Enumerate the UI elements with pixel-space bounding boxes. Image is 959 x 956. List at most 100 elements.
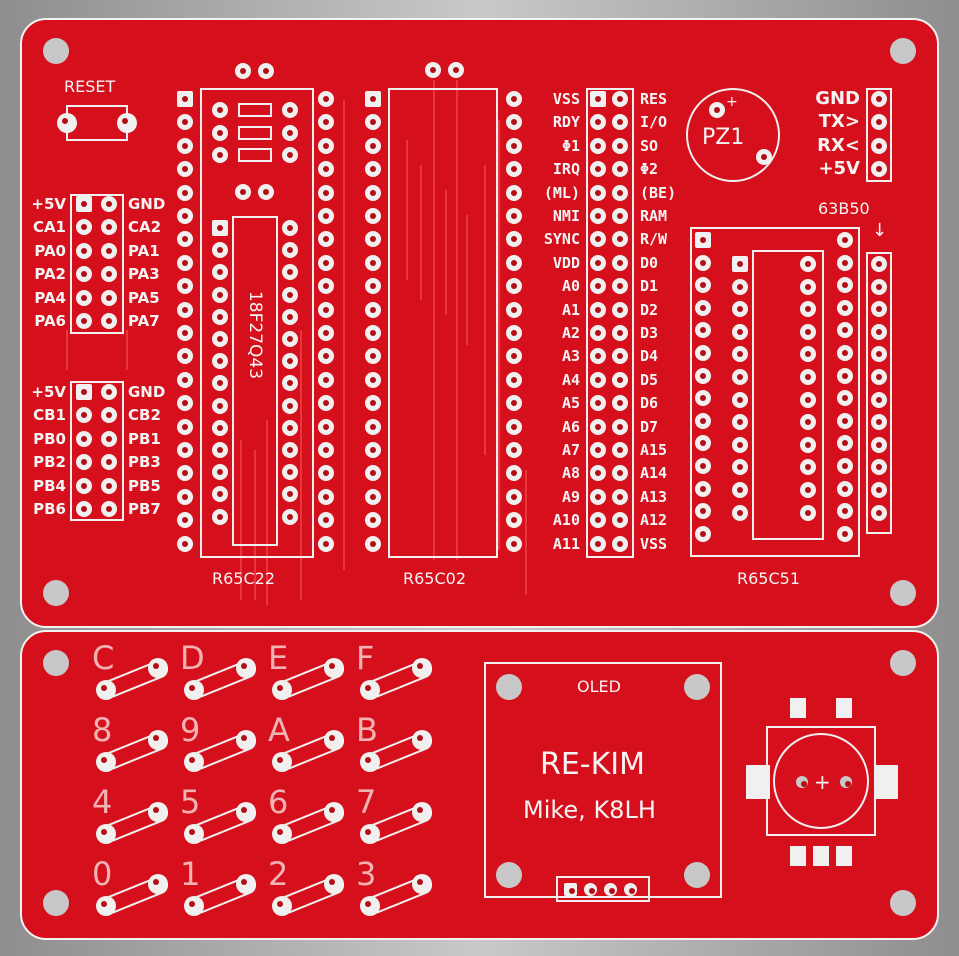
- cpu-pin-label: RES: [640, 90, 668, 108]
- pin-pad: [800, 256, 816, 272]
- switch-pad: [412, 802, 432, 822]
- pin-pad: [800, 436, 816, 453]
- pin-pad: [695, 435, 711, 452]
- pin-pad: [365, 301, 381, 318]
- keypad-key[interactable]: C: [92, 640, 178, 714]
- keypad-key[interactable]: D: [180, 640, 266, 714]
- pin-pad: [871, 161, 887, 178]
- keypad-key[interactable]: B: [356, 712, 442, 786]
- keypad-key[interactable]: 0: [92, 856, 178, 930]
- pin-pad: [695, 345, 711, 361]
- pin-pad: [732, 482, 748, 498]
- pin-pad: [212, 286, 228, 303]
- keypad-key[interactable]: 9: [180, 712, 266, 786]
- pic-chip-body: [232, 216, 278, 546]
- pin-pad: [101, 313, 117, 329]
- pin-pad: [177, 371, 193, 388]
- r65c02-outline: [388, 88, 498, 558]
- keypad-key-label: 8: [92, 711, 113, 749]
- switch-pad: [272, 824, 292, 844]
- cpu-pin-label: D4: [640, 347, 659, 366]
- keypad-key[interactable]: E: [268, 640, 354, 714]
- pin-pad: [590, 137, 606, 154]
- keypad-key[interactable]: 6: [268, 784, 354, 858]
- pin-pad: [318, 161, 334, 178]
- switch-pad: [236, 874, 256, 894]
- pin-pad: [612, 184, 628, 201]
- keypad-key[interactable]: 2: [268, 856, 354, 930]
- keypad-key[interactable]: 5: [180, 784, 266, 858]
- keypad-key-label: 3: [356, 855, 377, 893]
- encoder-pad: [813, 846, 829, 866]
- switch-pad: [184, 824, 204, 844]
- pin-pad: [732, 391, 748, 408]
- r65c22-label: R65C22: [212, 569, 276, 588]
- switch-pad: [324, 658, 344, 678]
- cpu-pin-label: IRQ: [552, 160, 580, 179]
- cpu-pin-label: A2: [561, 324, 580, 342]
- pin-pad: [212, 353, 228, 370]
- pin-pad: [177, 535, 193, 552]
- cpu-pin-label: A14: [640, 464, 668, 483]
- buzzer-pin: [756, 149, 772, 165]
- cpu-pin-label: RAM: [640, 207, 668, 225]
- pin-pad: [318, 465, 334, 482]
- pin-pad: [212, 375, 228, 392]
- pin-pad: [365, 325, 381, 341]
- pin-pad: [177, 137, 193, 154]
- header-pin-label: GND: [128, 195, 166, 213]
- pin-pad: [282, 264, 298, 281]
- pin-pad: [732, 504, 748, 521]
- pin-pad: [695, 412, 711, 429]
- pin-pad: [837, 525, 853, 542]
- pin-pad: [871, 369, 887, 385]
- pcb-trace: [406, 140, 408, 280]
- pin-pad: [800, 482, 816, 498]
- keypad-key[interactable]: 8: [92, 712, 178, 786]
- keypad-key[interactable]: 4: [92, 784, 178, 858]
- pin-pad: [871, 436, 887, 453]
- header-outline: [70, 381, 124, 521]
- pin-pad: [282, 464, 298, 481]
- pin-pad: [101, 266, 117, 283]
- keypad-key[interactable]: A: [268, 712, 354, 786]
- keypad-key[interactable]: 7: [356, 784, 442, 858]
- pin-pad: [76, 289, 92, 306]
- encoder-pad: [874, 765, 898, 799]
- pin-pad: [732, 459, 748, 476]
- pin-pad: [365, 348, 381, 365]
- pin-pad: [76, 313, 92, 329]
- pin-pad: [235, 63, 251, 79]
- pin-pad: [695, 367, 711, 384]
- keypad-key[interactable]: 3: [356, 856, 442, 930]
- pin-pad: [732, 414, 748, 431]
- pin-pad: [800, 278, 816, 295]
- keypad-key[interactable]: F: [356, 640, 442, 714]
- switch-pad: [272, 680, 292, 700]
- cpu-pin-label: D6: [640, 394, 659, 413]
- pin-pad: [282, 242, 298, 259]
- pin-pad: [101, 219, 117, 236]
- pin-pad: [837, 232, 853, 248]
- pin-pad: [212, 125, 228, 141]
- pin-pad: [365, 442, 381, 458]
- pin-pad: [177, 278, 193, 295]
- pin-pad: [590, 114, 606, 131]
- cpu-pin-label: A3: [561, 347, 580, 366]
- pin-pad: [76, 196, 92, 212]
- switch-pad: [360, 896, 380, 916]
- switch-pad: [148, 658, 168, 678]
- keypad-key-label: 4: [92, 783, 113, 821]
- pin-pad: [177, 254, 193, 271]
- pin-pad: [871, 459, 887, 476]
- keypad-key[interactable]: 1: [180, 856, 266, 930]
- keypad-key-label: D: [180, 639, 205, 677]
- oled-pin: [584, 883, 597, 896]
- pin-pad: [212, 464, 228, 481]
- pin-pad: [506, 91, 522, 107]
- pin-pad: [837, 254, 853, 271]
- pin-pad: [837, 322, 853, 339]
- header-pin-label: +5V: [31, 383, 66, 401]
- cpu-pin-label: D2: [640, 300, 659, 319]
- encoder-pad: [836, 698, 852, 718]
